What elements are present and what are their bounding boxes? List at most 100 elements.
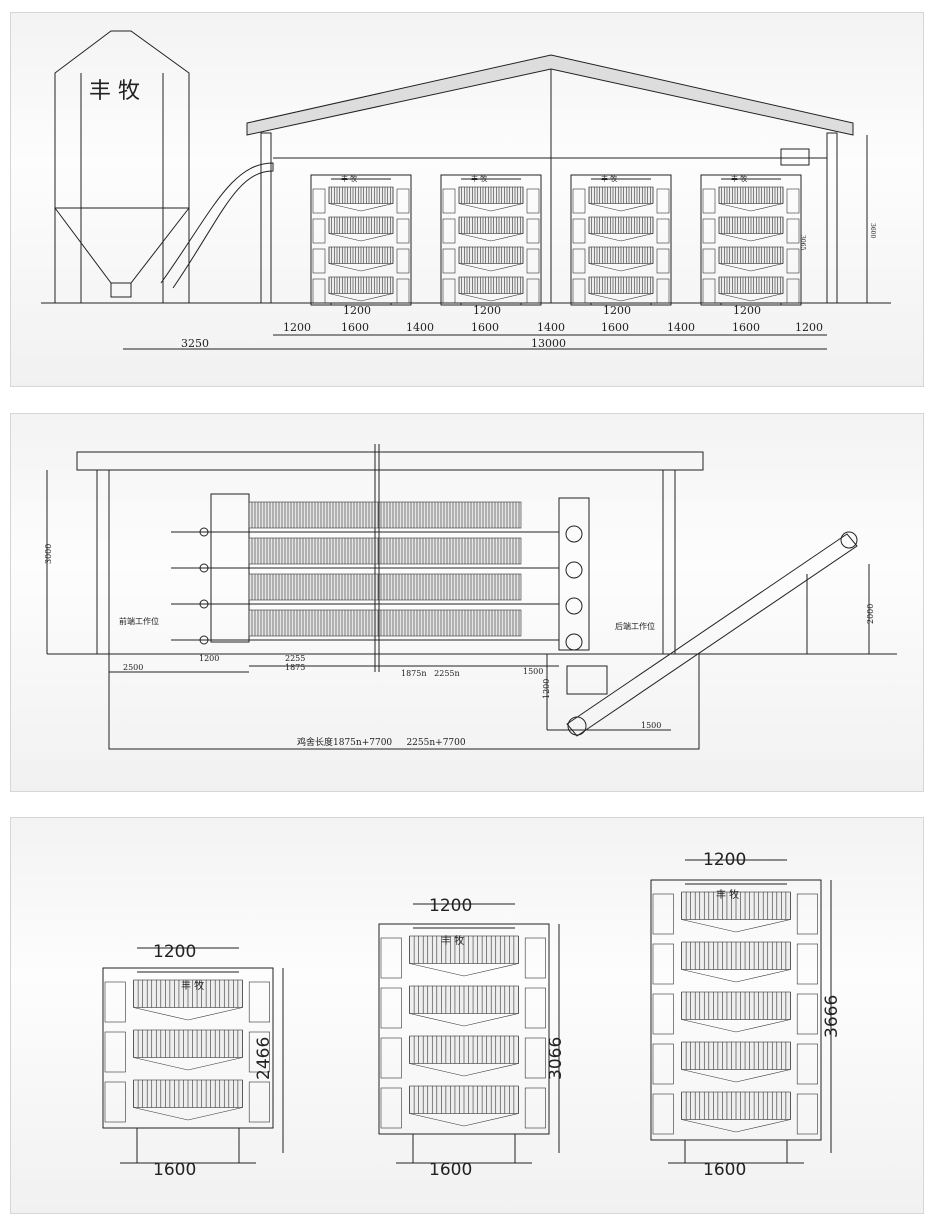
egg-tray <box>328 263 394 272</box>
feeder-side <box>786 218 800 244</box>
egg-tray <box>718 263 784 272</box>
feeder-side <box>796 1093 818 1135</box>
feeder-side <box>442 188 456 214</box>
cage-frame <box>650 879 822 1141</box>
feeder-side <box>396 218 410 244</box>
cage-frame <box>310 174 412 306</box>
conveyor-height-label: 2000 <box>866 604 875 624</box>
feeder-side <box>652 893 674 935</box>
egg-tray <box>458 203 524 212</box>
cage-tier-row <box>248 537 522 565</box>
house-longitudinal-drawing: 3000 前端工作位 后端工作位 1200 2500 2255 1875 187… <box>44 444 897 750</box>
feeder-side <box>702 188 716 214</box>
feeder-side <box>526 278 540 304</box>
cage2-height: 3066 <box>546 1037 566 1080</box>
rear-length-label: 1500 <box>523 667 543 676</box>
unit-a-label: 2255 <box>285 654 305 663</box>
cage2-top-width: 1200 <box>429 896 472 916</box>
feeder-side <box>248 1081 270 1123</box>
feeder-side <box>652 943 674 985</box>
spacing-label: 1200 <box>795 321 823 334</box>
feeder-side <box>652 1093 674 1135</box>
spacing-label: 1400 <box>667 321 695 334</box>
feeder-side <box>524 1037 546 1079</box>
feed-motor <box>780 148 810 166</box>
house-longitudinal-panel: 3000 前端工作位 后端工作位 1200 2500 2255 1875 187… <box>10 413 924 792</box>
feeder-side <box>442 278 456 304</box>
drive-roller <box>199 563 209 573</box>
left-wall <box>260 132 272 304</box>
feed-auger-pipe <box>160 162 274 289</box>
cage3-brand: 丰 牧 <box>716 888 739 901</box>
feeder-side <box>796 943 818 985</box>
rear-station-label: 后端工作位 <box>615 621 655 631</box>
egg-tray <box>409 963 519 977</box>
rear-drive-unit <box>558 497 590 651</box>
cage-unit <box>700 174 802 306</box>
drive-roller <box>199 635 209 645</box>
conveyor-pulley <box>840 531 858 549</box>
cage3-height: 3666 <box>822 995 842 1038</box>
silo-distance-label: 3250 <box>181 337 209 350</box>
house-structure <box>41 30 891 304</box>
cage-width-label: 1200 <box>603 304 631 317</box>
cage-unit <box>310 174 412 306</box>
drive-roller <box>199 599 209 609</box>
spacing-label: 1600 <box>471 321 499 334</box>
drive-roller <box>199 527 209 537</box>
cage-brand: 丰 牧 <box>601 174 617 183</box>
egg-tray <box>588 293 654 302</box>
feeder-side <box>656 278 670 304</box>
pit-depth-label: 1200 <box>542 679 551 699</box>
feeder-side <box>526 248 540 274</box>
right-wall <box>826 132 838 304</box>
cage-types-panel: 1200 1600 2466 丰 牧 1200 1600 3066 丰 牧 12… <box>10 817 924 1214</box>
feeder-side <box>786 248 800 274</box>
egg-tray <box>681 919 791 933</box>
egg-tray <box>409 1063 519 1077</box>
cage-frame <box>700 174 802 306</box>
feeder-side <box>248 981 270 1023</box>
feeder-side <box>572 188 586 214</box>
feeder-side <box>104 1081 126 1123</box>
cage1-height: 2466 <box>254 1037 274 1080</box>
manure-conveyor <box>566 533 858 737</box>
cage1-brand: 丰 牧 <box>181 979 204 992</box>
cage-unit <box>378 923 550 1163</box>
egg-tray <box>328 293 394 302</box>
cage-brand: 丰 牧 <box>731 174 747 183</box>
unit-b-label: 1875 <box>285 663 305 672</box>
spacing-label: 1600 <box>601 321 629 334</box>
conveyor-pulley <box>567 716 587 736</box>
egg-tray <box>681 969 791 983</box>
feeder-side <box>572 278 586 304</box>
feeder-side <box>248 1031 270 1073</box>
egg-tray <box>718 293 784 302</box>
feeder-side <box>572 248 586 274</box>
egg-tray <box>409 1113 519 1127</box>
silo-label: 丰 牧 <box>89 79 140 104</box>
spacing-label: 1400 <box>406 321 434 334</box>
cage-frame <box>378 923 550 1135</box>
feeder-side <box>526 218 540 244</box>
cage-unit <box>440 174 542 306</box>
cage3-bottom-width: 1600 <box>703 1160 746 1180</box>
cage-height-label: 3065 <box>799 235 806 250</box>
drive-motor-icon <box>565 597 583 615</box>
cage-brand: 丰 牧 <box>471 174 487 183</box>
feeder-side <box>702 218 716 244</box>
feeder-side <box>652 993 674 1035</box>
spacing-label: 1200 <box>283 321 311 334</box>
egg-tray <box>588 263 654 272</box>
egg-tray <box>681 1119 791 1133</box>
spacing-label: 1400 <box>537 321 565 334</box>
drive-motor-icon <box>565 633 583 651</box>
feeder-side <box>396 248 410 274</box>
dimension-lines <box>123 135 868 350</box>
front-space-label: 2500 <box>123 663 143 672</box>
feeder-side <box>380 1087 402 1129</box>
egg-tray <box>409 1013 519 1027</box>
feeder-side <box>524 937 546 979</box>
egg-tray <box>681 1019 791 1033</box>
cage2-bottom-width: 1600 <box>429 1160 472 1180</box>
